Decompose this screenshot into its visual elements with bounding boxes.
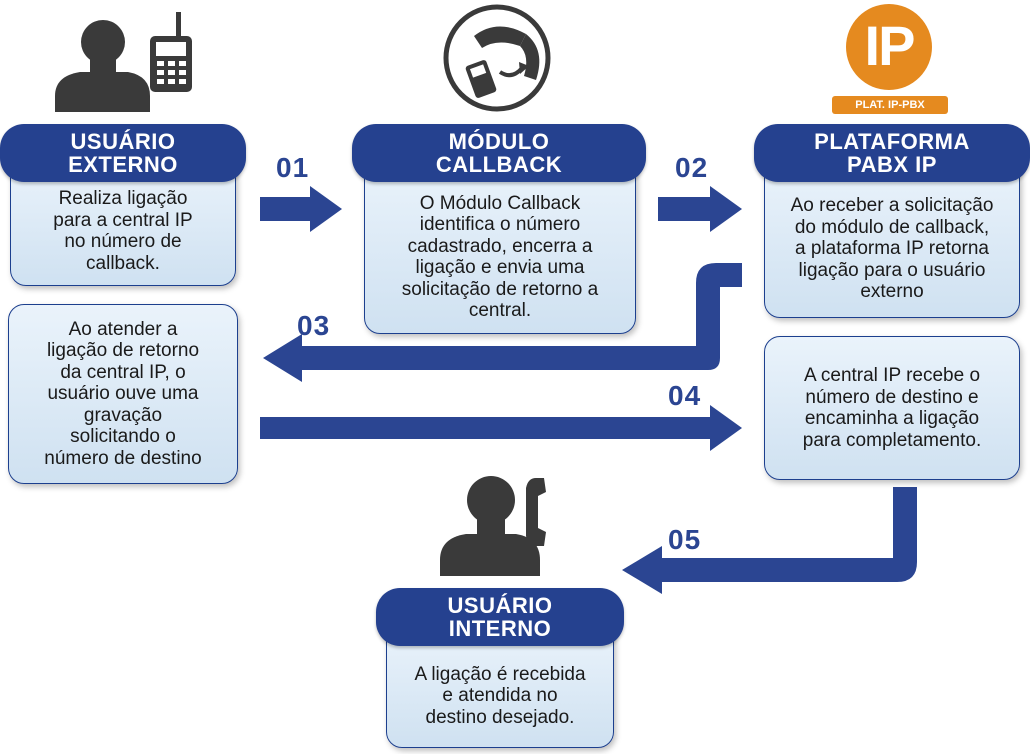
arrow-03: [263, 263, 742, 382]
plataforma-description: Ao receber a solicitação do módulo de ca…: [764, 160, 1020, 318]
step-label-03: 03: [297, 310, 331, 341]
usuario-interno-text: A ligação é recebida e atendida no desti…: [414, 663, 586, 728]
central-recebe-text: A central IP recebe o número de destino …: [802, 365, 982, 451]
callback-phone-icon: [443, 4, 551, 112]
arrow-02: [658, 186, 742, 232]
step-label-01: 01: [276, 152, 310, 183]
person-with-handset-icon: [440, 476, 546, 576]
usuario-externo-text: Realiza ligação para a central IP no núm…: [53, 188, 193, 274]
step-label-05: 05: [668, 524, 702, 555]
plataforma-title: PLATAFORMA PABX IP: [754, 124, 1030, 182]
person-with-cellphone-icon: [55, 12, 192, 112]
modulo-callback-title: MÓDULO CALLBACK: [352, 124, 646, 182]
step-label-02: 02: [675, 152, 709, 183]
atender-text: Ao atender a ligação de retorno da centr…: [44, 318, 202, 469]
step-label-04: 04: [668, 380, 702, 411]
usuario-interno-title: USUÁRIO INTERNO: [376, 588, 624, 646]
modulo-callback-text: O Módulo Callback identifica o número ca…: [401, 192, 599, 322]
usuario-externo-title: USUÁRIO EXTERNO: [0, 124, 246, 182]
modulo-callback-description: O Módulo Callback identifica o número ca…: [364, 160, 636, 334]
ip-pbx-logo: [832, 4, 948, 114]
arrow-05: [622, 487, 917, 594]
atender-description: Ao atender a ligação de retorno da centr…: [8, 304, 238, 484]
ip-logo-text: IP: [864, 14, 916, 77]
central-recebe-description: A central IP recebe o número de destino …: [764, 336, 1020, 480]
arrow-04: [260, 405, 742, 451]
plataforma-text: Ao receber a solicitação do módulo de ca…: [790, 195, 994, 303]
arrow-01: [260, 186, 342, 232]
ip-logo-caption: PLAT. IP-PBX: [855, 99, 925, 111]
